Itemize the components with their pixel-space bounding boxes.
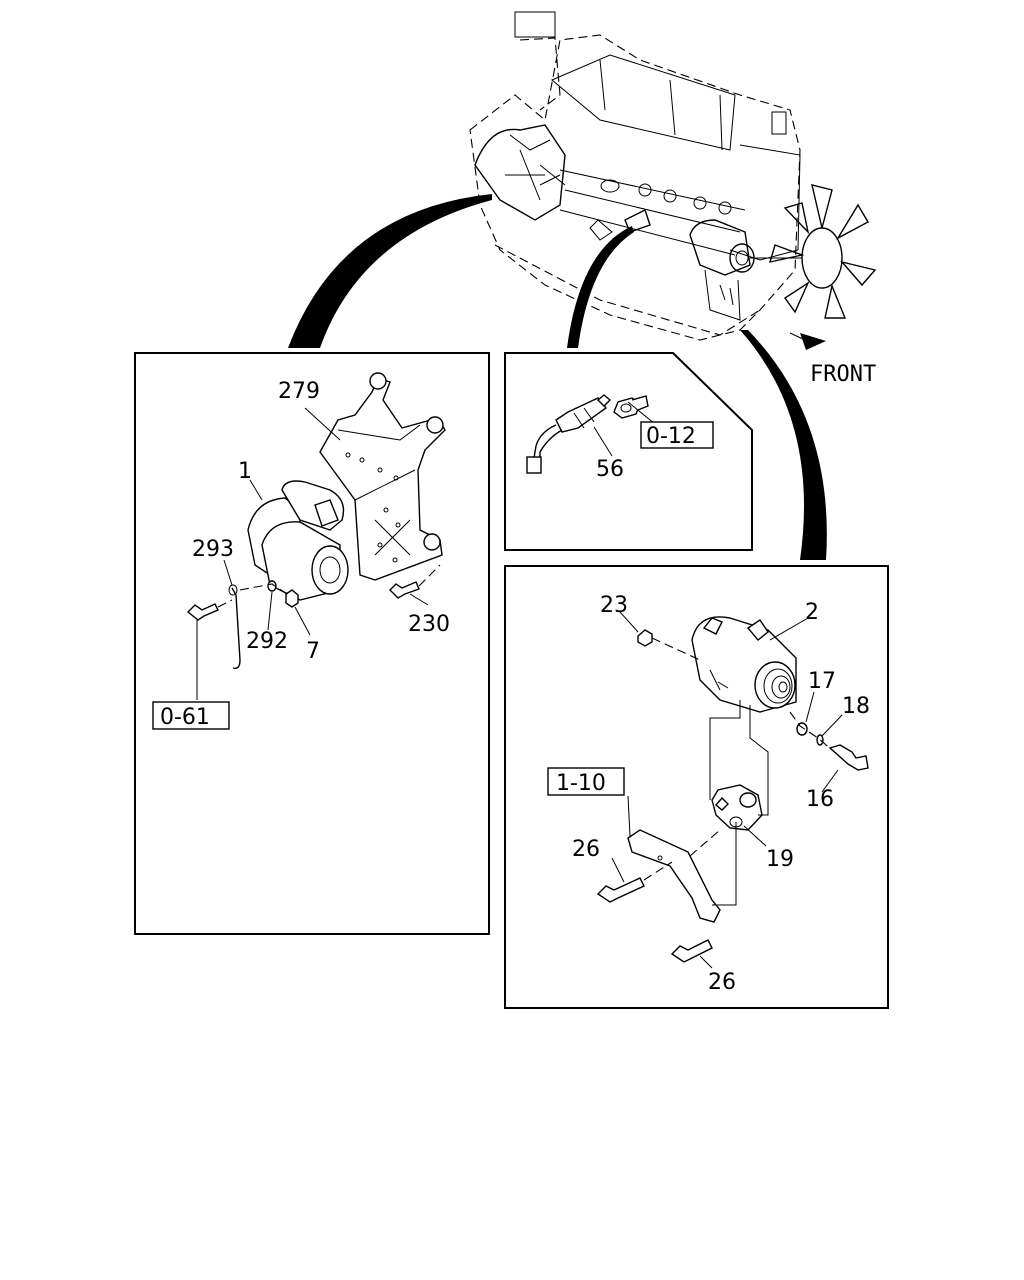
callout-bolt-26-lower: 26 [708, 970, 736, 995]
callout-nut: 7 [306, 639, 320, 664]
callout-bolt-16: 16 [806, 787, 834, 812]
callout-sensor: 56 [596, 457, 624, 482]
alternator-part [691, 616, 797, 713]
fan-icon [750, 184, 877, 319]
leader-arcs [288, 194, 827, 560]
bolt-26-upper [596, 877, 645, 903]
starter-panel: 279 1 293 292 7 230 0-61 [134, 352, 490, 935]
starter-motor [247, 480, 349, 601]
starter-bracket [319, 372, 446, 581]
callout-washer: 292 [246, 629, 288, 654]
adjusting-link [627, 829, 721, 923]
bolt-26-lower [670, 939, 713, 963]
callout-bolt-26-upper: 26 [572, 837, 600, 862]
nut-part [613, 395, 649, 419]
callout-washer-17: 17 [808, 669, 836, 694]
callout-washer-18: 18 [842, 694, 870, 719]
front-arrow-icon [789, 332, 826, 350]
callout-starter-motor: 1 [238, 459, 252, 484]
callout-alternator: 2 [805, 600, 819, 625]
washer [267, 580, 277, 592]
callout-bolt: 230 [408, 612, 450, 637]
alternator-bracket [711, 784, 763, 831]
nut-23 [637, 629, 653, 647]
ground-cable [231, 587, 241, 670]
sensor-part [526, 394, 612, 474]
callout-ref-alternator: 1-10 [556, 771, 606, 796]
callout-cable: 293 [192, 537, 234, 562]
bolt-16 [828, 744, 869, 771]
callout-bracket-19: 19 [766, 847, 794, 872]
callout-ref-starter: 0-61 [160, 705, 210, 730]
callout-bracket: 279 [278, 379, 320, 404]
alternator-panel: 23 2 17 18 16 1-10 26 19 26 [504, 565, 889, 1009]
callout-ref-sensor: 0-12 [646, 424, 696, 449]
nut [285, 589, 299, 608]
front-label: FRONT [810, 362, 876, 387]
bolt-230 [389, 581, 420, 599]
engine-overview: FRONT [469, 11, 877, 387]
sensor-panel: 56 0-12 [504, 352, 753, 551]
bolt-left [186, 603, 219, 621]
callout-nut-23: 23 [600, 593, 628, 618]
washer-18 [816, 734, 824, 746]
